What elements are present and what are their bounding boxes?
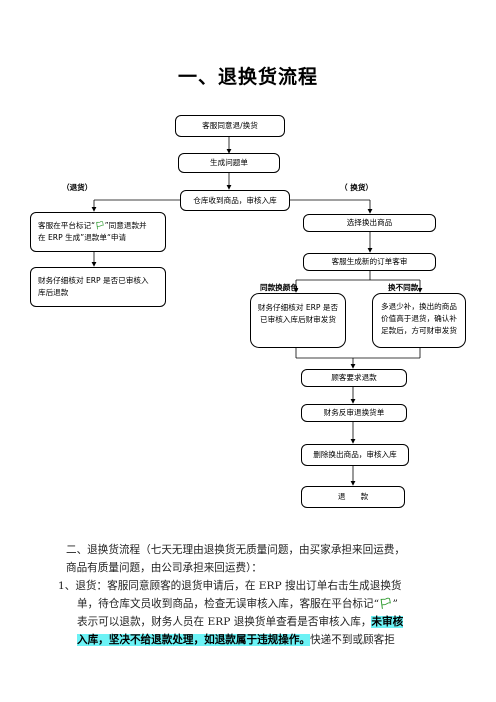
flow-finance-return-box: 财务仔细核对 ERP 是否已审核入 库后退款 [30, 267, 166, 307]
section2-line4: 单，待仓库文员收到商品，检查无误审核入库，客服在平台标记“🏳” [77, 598, 398, 610]
section2-line5: 表示可以退款，财务人员在 ERP 退换货单查看是否审核入库，未审核 [77, 616, 404, 628]
flow-customer-refund-text: 顾客要求退款 [331, 373, 377, 382]
flow-warehouse-box: 仓库收到商品，审核入库 [180, 190, 290, 211]
flow-same-line2: 已审核入库后财审发货 [260, 315, 336, 324]
flow-same-line1: 财务仔细核对 ERP 是否 [257, 303, 339, 312]
flow-ticket-text: 生成问题单 [210, 158, 248, 167]
flow-finance-return-line1: 财务仔细核对 ERP 是否已审核入 [38, 276, 149, 285]
section2-line6: 入库，坚决不给退款处理，如退款属于违规操作。快递不到或顾客拒 [77, 634, 395, 646]
branch-exchange-label: （ 换货） [340, 183, 374, 192]
section2-line2: 商品有质量问题，由公司承担来回运费）： [66, 562, 262, 574]
flow-new-order-text: 客服生成新的订单客审 [331, 257, 408, 266]
flow-finance-reverse-text: 财务反审退换货单 [323, 408, 385, 417]
flow-refund-box: 退 款 [301, 486, 405, 508]
diff-style-label: 换不同款 [388, 283, 419, 292]
flow-mark-line1: 客服在平台标记“🏳”同意退款并 [38, 221, 147, 230]
flow-customer-refund-box: 顾客要求退款 [301, 369, 407, 387]
highlight-not-audited: 未审核 [371, 616, 404, 628]
flow-new-order-box: 客服生成新的订单客审 [303, 253, 436, 271]
green-flag-icon: 🏳 [95, 221, 105, 230]
flow-diff-line2: 价值高于退货，确认补 [381, 314, 457, 323]
flow-refund-text: 退 款 [337, 492, 369, 501]
flow-same-box: 财务仔细核对 ERP 是否 已审核入库后财审发货 [250, 293, 346, 348]
flow-diff-line1: 多退少补，换出的商品 [381, 302, 457, 311]
flow-finance-reverse-box: 财务反审退换货单 [301, 404, 407, 422]
flow-warehouse-text: 仓库收到商品，审核入库 [193, 195, 277, 205]
flow-delete-goods-box: 删除换出商品，审核入库 [301, 444, 409, 466]
flow-diff-box: 多退少补，换出的商品 价值高于退货，确认补 足款后，方可财审发货 [372, 293, 466, 348]
branch-return-label: （退货） [62, 183, 93, 192]
same-style-label: 同款换颜色 [260, 283, 298, 292]
flow-diff-line3: 足款后，方可财审发货 [381, 326, 457, 335]
flow-agree-box: 客服同意退/换货 [175, 115, 285, 137]
flow-ticket-box: 生成问题单 [178, 153, 280, 173]
flow-mark-line2: 在 ERP 生成”退款单“申请 [38, 233, 127, 242]
flow-mark-refund-box: 客服在平台标记“🏳”同意退款并 在 ERP 生成”退款单“申请 [30, 212, 166, 252]
flow-finance-return-line2: 库后退款 [38, 288, 69, 297]
highlight-warning: 入库，坚决不给退款处理，如退款属于违规操作。 [77, 634, 311, 646]
section2-line3: 1、退货：客服同意顾客的退货申请后，在 ERP 搜出订单右击生成退换货 [58, 580, 402, 592]
flow-agree-text: 客服同意退/换货 [202, 121, 258, 130]
flow-select-box: 选择换出商品 [303, 214, 436, 232]
page-title: 一、退换货流程 [177, 66, 318, 88]
green-flag-icon-2: 🏳 [379, 598, 393, 610]
section2-line1: 二、退换货流程（七天无理由退换货无质量问题，由买家承担来回运费， [66, 544, 405, 556]
section2-text: 二、退换货流程（七天无理由退换货无质量问题，由买家承担来回运费， 商品有质量问题… [58, 541, 452, 649]
flow-delete-goods-text: 删除换出商品，审核入库 [313, 450, 397, 459]
flow-select-text: 选择换出商品 [346, 218, 393, 227]
